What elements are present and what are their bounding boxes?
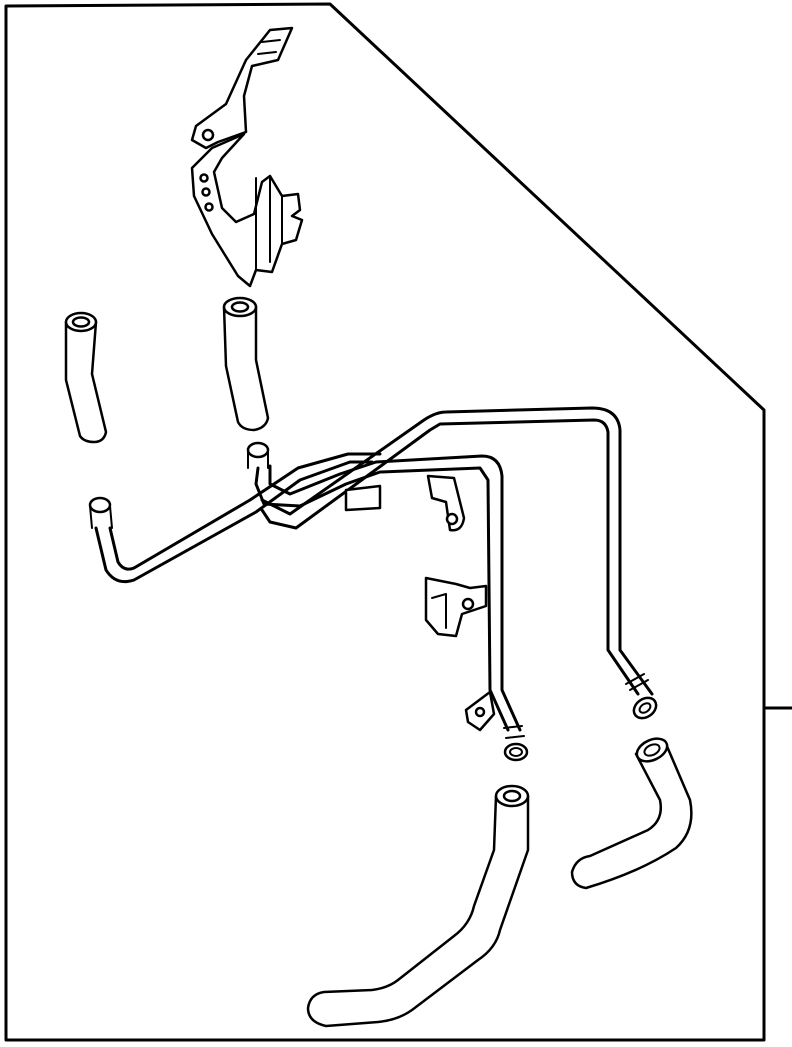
curved-hose-lower-right-icon: [570, 737, 693, 890]
short-hose-left-icon: [64, 311, 108, 444]
mounting-bracket-icon: [190, 26, 304, 288]
diagram-frame: [4, 2, 766, 1042]
long-hose-lower-icon: [306, 784, 530, 1028]
coolant-pipe-assembly-icon: [88, 406, 658, 762]
short-hose-center-icon: [222, 296, 270, 432]
